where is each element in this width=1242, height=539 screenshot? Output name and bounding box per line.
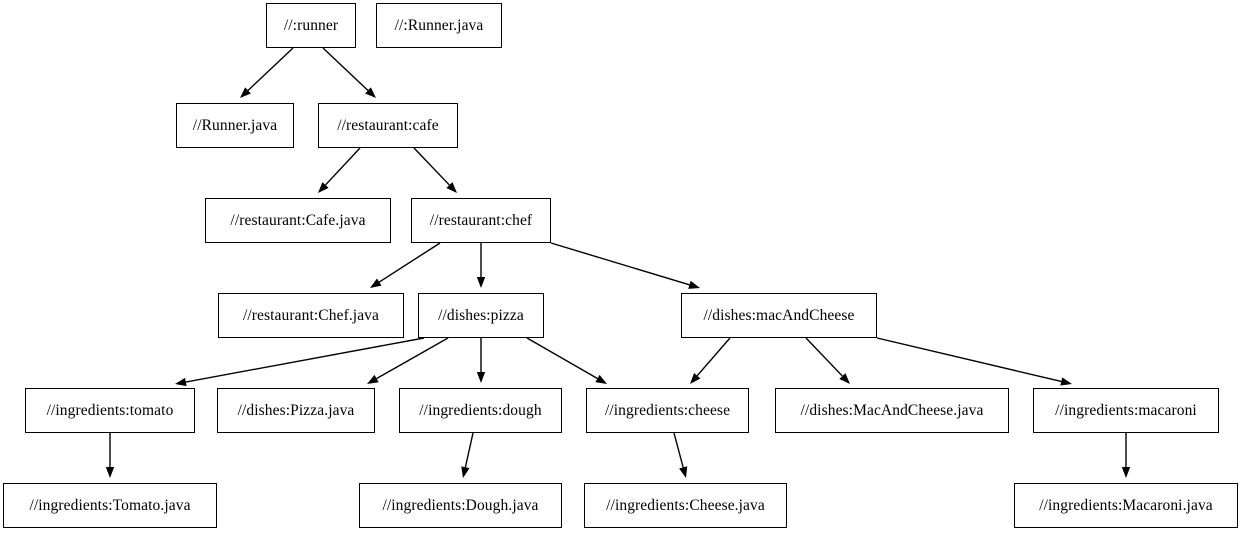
graph-node-ing-cheese[interactable]: //ingredients:cheese: [586, 388, 749, 433]
graph-edge: [461, 432, 474, 478]
graph-node-ing-macaroni[interactable]: //ingredients:macaroni: [1033, 388, 1219, 433]
graph-node-label: //dishes:Pizza.java: [237, 401, 355, 419]
graph-edge: [105, 433, 115, 478]
graph-edge: [476, 243, 486, 288]
graph-node-label: //dishes:MacAndCheese.java: [800, 401, 984, 419]
graph-edge: [367, 337, 449, 384]
graph-edge: [175, 337, 425, 387]
graph-node-runner[interactable]: //:runner: [266, 3, 356, 48]
graph-node-dishes-macandcheese[interactable]: //dishes:macAndCheese: [681, 293, 877, 338]
arrowhead: [367, 374, 379, 384]
graph-edge: [690, 337, 731, 384]
graph-node-label: //restaurant:chef: [429, 211, 533, 229]
graph-edge: [413, 147, 457, 193]
arrowhead: [318, 182, 329, 193]
graph-node-label: //:Runner.java: [394, 16, 484, 34]
graph-edge: [322, 47, 376, 98]
graph-node-ing-tomato[interactable]: //ingredients:tomato: [25, 388, 195, 433]
arrowhead: [690, 372, 701, 384]
graph-node-tomato-java[interactable]: //ingredients:Tomato.java: [3, 483, 217, 528]
arrowhead: [1060, 377, 1072, 386]
graph-edge: [550, 242, 700, 289]
graph-node-label: //ingredients:Macaroni.java: [1039, 496, 1213, 514]
graph-node-label: //restaurant:cafe: [337, 116, 439, 134]
graph-node-label: //ingredients:cheese: [604, 401, 731, 419]
graph-edge: [673, 432, 688, 478]
arrowhead: [688, 280, 700, 289]
graph-node-runner-java-root[interactable]: //:Runner.java: [376, 3, 502, 48]
graph-node-label: //restaurant:Cafe.java: [230, 211, 366, 229]
graph-node-label: //ingredients:dough: [419, 401, 542, 419]
arrowhead: [595, 374, 607, 384]
graph-node-pizza-java[interactable]: //dishes:Pizza.java: [217, 388, 375, 433]
graph-node-label: //ingredients:macaroni: [1055, 401, 1197, 419]
arrowhead: [476, 277, 486, 288]
graph-edge: [476, 338, 486, 383]
arrowhead: [370, 278, 382, 288]
graph-node-dishes-pizza[interactable]: //dishes:pizza: [418, 293, 544, 338]
graph-node-label: //ingredients:tomato: [46, 401, 174, 419]
graph-node-chef-java[interactable]: //restaurant:Chef.java: [218, 293, 404, 338]
arrowhead: [1121, 467, 1131, 478]
graph-node-label: //restaurant:Chef.java: [242, 306, 380, 324]
graph-edge: [876, 337, 1072, 386]
arrowhead: [105, 467, 115, 478]
graph-edge: [1121, 433, 1131, 478]
graph-node-label: //Runner.java: [192, 116, 278, 134]
graph-node-ing-dough[interactable]: //ingredients:dough: [399, 388, 562, 433]
graph-node-macaroni-java[interactable]: //ingredients:Macaroni.java: [1014, 483, 1238, 528]
graph-node-label: //dishes:pizza: [438, 306, 524, 324]
graph-node-label: //dishes:macAndCheese: [703, 306, 855, 324]
graph-edge: [240, 47, 294, 98]
arrowhead: [175, 377, 187, 387]
graph-node-label: //ingredients:Tomato.java: [29, 496, 191, 514]
arrowhead: [365, 87, 376, 98]
graph-node-restaurant-chef[interactable]: //restaurant:chef: [411, 198, 551, 243]
graph-node-runner-java[interactable]: //Runner.java: [176, 103, 294, 148]
graph-node-cafe-java[interactable]: //restaurant:Cafe.java: [205, 198, 391, 243]
arrowhead: [240, 87, 251, 98]
graph-node-macandcheese-java[interactable]: //dishes:MacAndCheese.java: [775, 388, 1009, 433]
graph-edge: [318, 147, 361, 193]
graph-node-restaurant-cafe[interactable]: //restaurant:cafe: [318, 103, 458, 148]
arrowhead: [839, 373, 850, 384]
graph-edge: [805, 337, 850, 384]
graph-edge: [526, 337, 607, 384]
arrowhead: [679, 466, 688, 478]
arrowhead: [461, 466, 470, 478]
arrowhead: [446, 182, 457, 193]
arrowhead: [476, 372, 486, 383]
graph-node-cheese-java[interactable]: //ingredients:Cheese.java: [584, 483, 787, 528]
graph-node-dough-java[interactable]: //ingredients:Dough.java: [359, 483, 562, 528]
graph-edge: [370, 242, 441, 288]
graph-node-label: //ingredients:Dough.java: [382, 496, 539, 514]
graph-node-label: //ingredients:Cheese.java: [606, 496, 765, 514]
graph-node-label: //:runner: [283, 16, 339, 34]
